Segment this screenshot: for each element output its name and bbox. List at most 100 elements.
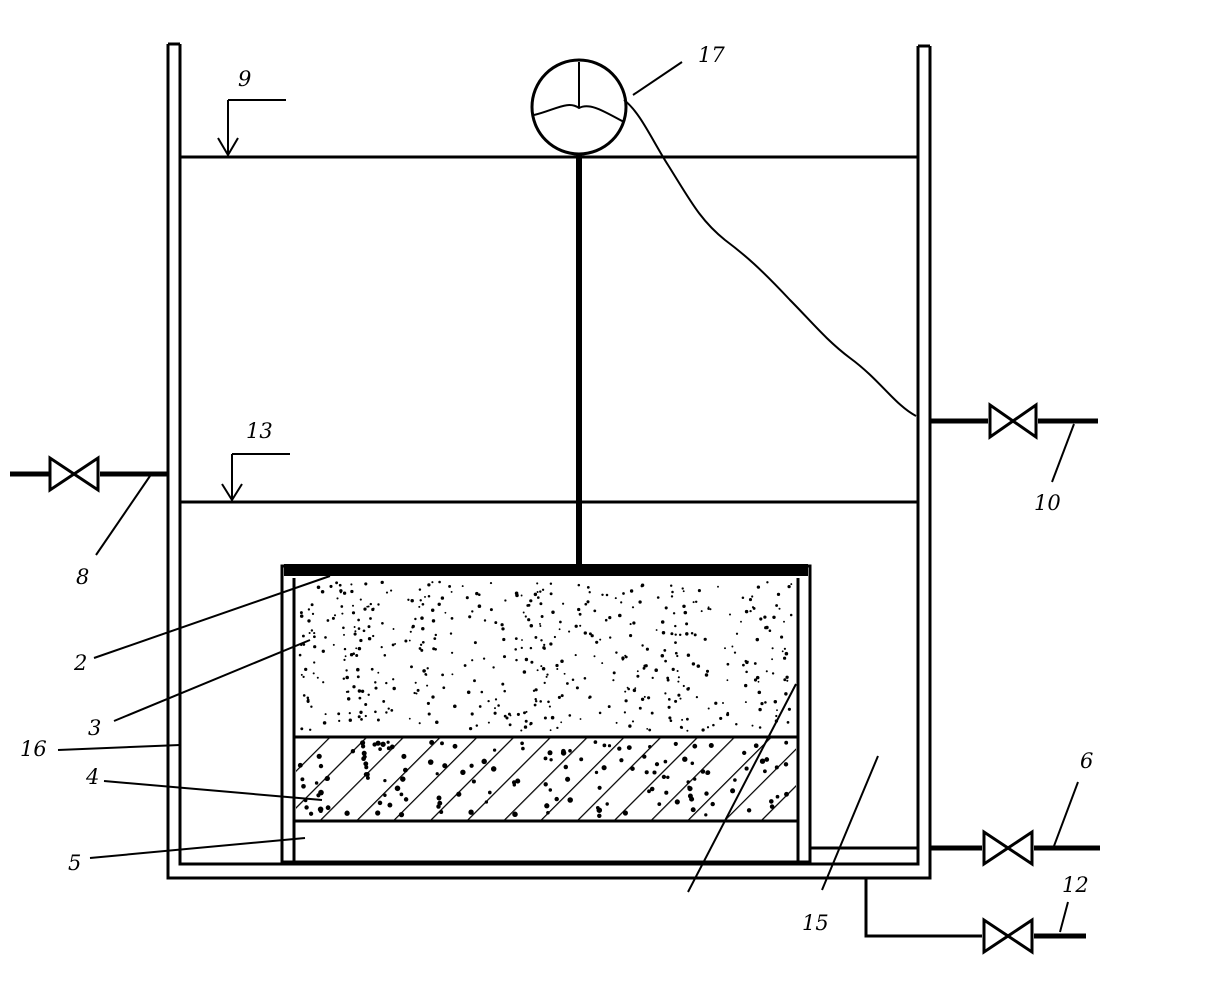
- gravel-grain: [708, 742, 714, 749]
- sand-grain: [751, 724, 754, 727]
- sand-grain: [359, 710, 363, 714]
- sand-grain: [329, 584, 333, 588]
- lower-filter-layer: [296, 738, 796, 820]
- gravel-grain: [548, 788, 553, 792]
- sand-grain: [426, 701, 430, 705]
- sand-grain: [717, 585, 719, 588]
- gravel-grain: [657, 802, 662, 806]
- sand-grain: [320, 590, 325, 594]
- gravel-grain: [597, 813, 602, 819]
- sand-grain: [421, 602, 425, 606]
- sand-grain: [632, 621, 636, 625]
- sand-grain: [650, 711, 654, 715]
- sand-grain: [461, 585, 464, 588]
- gravel-grain: [617, 746, 622, 751]
- sand-grain: [586, 586, 590, 589]
- sand-grain: [674, 651, 678, 655]
- sand-grain: [425, 673, 428, 676]
- sand-grain: [450, 617, 454, 620]
- sand-grain: [473, 641, 477, 645]
- sand-grain: [627, 687, 630, 691]
- sand-grain: [764, 701, 767, 704]
- gravel-grain: [742, 750, 747, 756]
- sand-grain: [543, 716, 547, 720]
- gravel-grain: [400, 776, 406, 782]
- sand-grain: [487, 699, 490, 703]
- sand-grain: [543, 643, 546, 647]
- sand-grain: [370, 667, 374, 671]
- gravel-grain: [602, 743, 607, 748]
- sand-grain: [726, 679, 729, 682]
- gravel-grain: [622, 810, 628, 816]
- sand-grain: [385, 711, 388, 714]
- sand-grain: [514, 591, 519, 596]
- sand-grain: [362, 629, 366, 633]
- sand-grain: [367, 625, 371, 629]
- sand-grain: [363, 607, 367, 611]
- sand-grain: [492, 666, 495, 669]
- sand-grain: [700, 610, 703, 613]
- sand-grain: [686, 687, 690, 691]
- sand-grain: [768, 629, 772, 632]
- gravel-grain: [301, 783, 306, 789]
- sand-grain: [424, 595, 426, 598]
- sand-grain: [482, 657, 486, 660]
- gravel-grain: [364, 765, 369, 770]
- gravel-grain: [543, 756, 548, 761]
- sand-grain: [432, 647, 436, 651]
- gravel-grain: [377, 800, 383, 806]
- sand-grain: [514, 637, 518, 640]
- sand-grain: [307, 608, 311, 611]
- sand-grain: [450, 651, 454, 654]
- sand-grain: [647, 696, 651, 700]
- sand-grain: [473, 679, 476, 683]
- sand-grain: [348, 712, 351, 715]
- gravel-grain: [435, 772, 439, 776]
- sand-grain: [413, 691, 416, 695]
- sand-grain: [568, 714, 572, 717]
- sand-grain: [614, 597, 617, 600]
- gravel-grain: [403, 797, 409, 802]
- gravel-grain: [429, 739, 435, 746]
- gravel-grain: [468, 809, 474, 815]
- sand-grain: [357, 646, 362, 651]
- gauge-cable: [623, 99, 917, 417]
- gravel-grain: [490, 766, 497, 772]
- gravel-grain: [387, 802, 393, 808]
- gravel-grain: [439, 810, 444, 814]
- sand-grain: [313, 635, 316, 639]
- sand-grain: [522, 611, 525, 614]
- sand-grain: [374, 710, 377, 714]
- sand-grain: [427, 595, 431, 598]
- label-16: 16: [20, 737, 47, 761]
- sand-grain: [545, 675, 548, 678]
- gravel-grain: [769, 804, 775, 809]
- gravel-grain: [746, 808, 752, 813]
- sand-grain: [337, 712, 341, 716]
- gravel-grain: [512, 811, 518, 818]
- sand-grain: [390, 709, 394, 712]
- sand-grain: [680, 726, 684, 729]
- gravel-grain: [378, 747, 382, 751]
- gravel-grain: [690, 807, 696, 813]
- sand-grain: [471, 659, 474, 662]
- sand-grain: [712, 723, 715, 727]
- sand-grain: [419, 643, 423, 646]
- sand-grain: [784, 692, 788, 696]
- sand-grain: [674, 633, 677, 636]
- sand-grain: [415, 692, 418, 695]
- sand-grain: [524, 719, 528, 723]
- sand-grain: [753, 662, 757, 665]
- sand-grain: [530, 660, 534, 664]
- sand-grain: [501, 627, 505, 631]
- sand-grain: [691, 662, 696, 666]
- gravel-grain: [563, 764, 569, 770]
- sand-grain: [387, 707, 390, 710]
- sand-grain: [360, 718, 363, 721]
- sand-grain: [682, 604, 686, 609]
- sand-grain: [440, 596, 445, 600]
- sand-grain: [758, 707, 762, 712]
- sand-grain: [731, 645, 734, 648]
- sand-grain: [629, 623, 632, 626]
- sand-grain: [385, 591, 389, 594]
